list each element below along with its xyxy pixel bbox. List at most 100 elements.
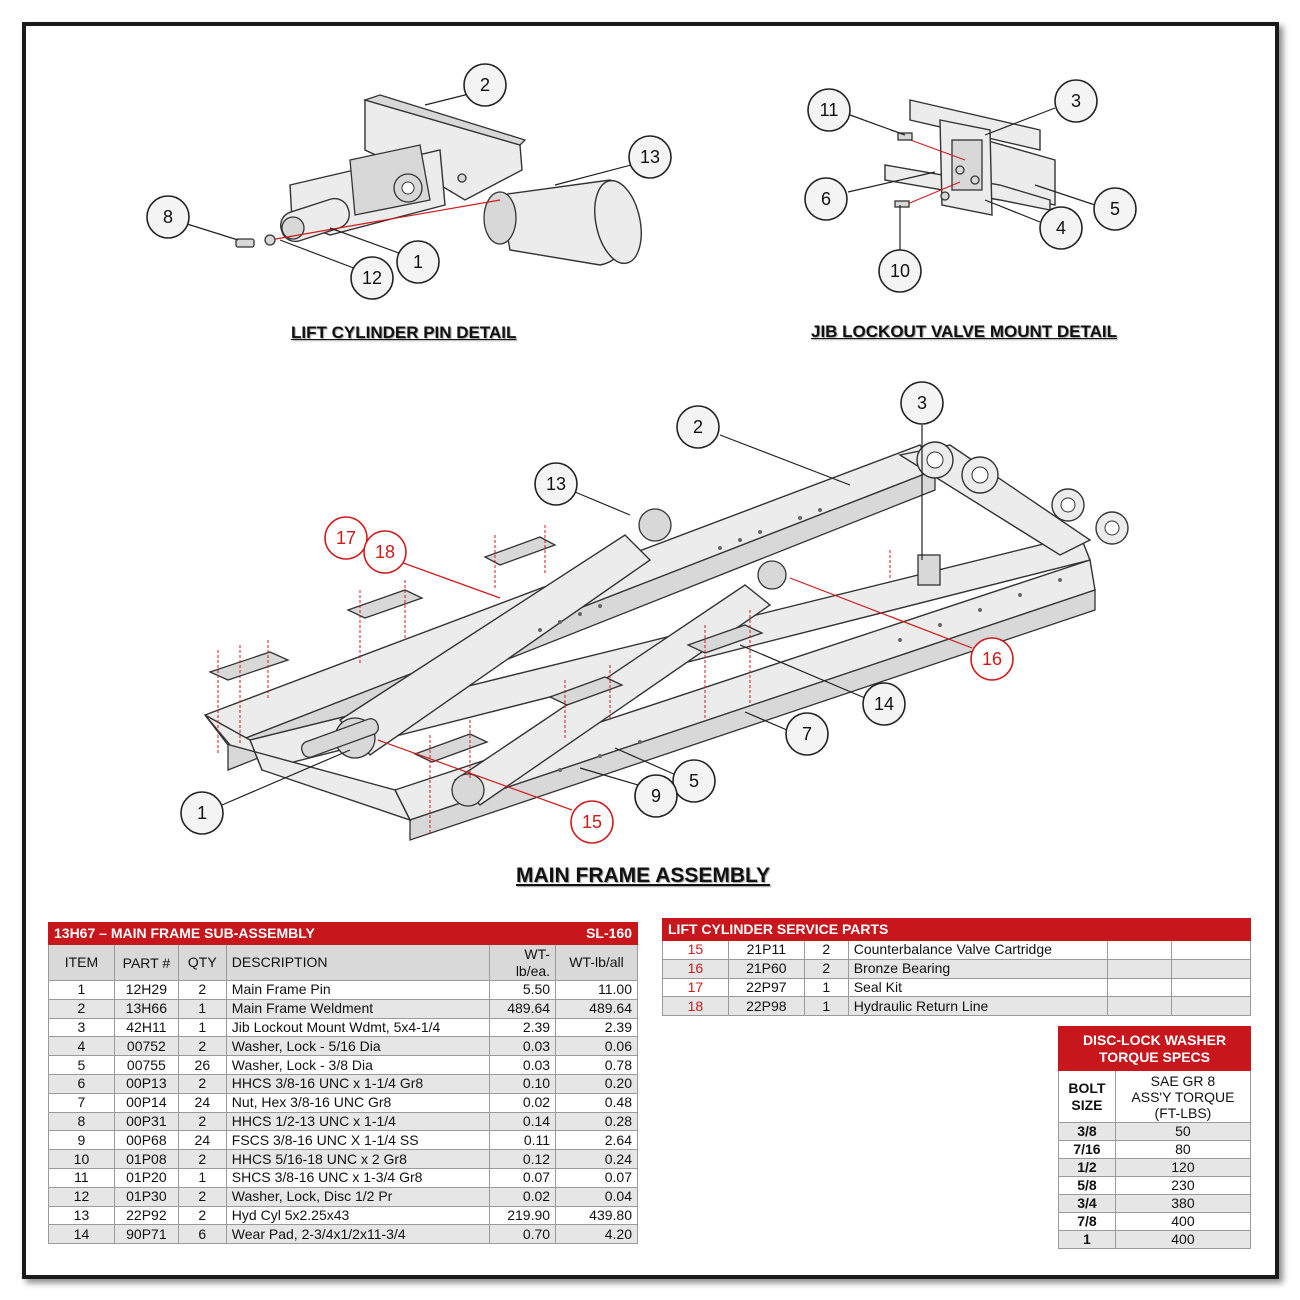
cell-weight-each: 489.64 <box>489 998 557 1019</box>
cell-item: 17 <box>662 977 729 998</box>
cell-description: Nut, Hex 3/8-16 UNC Gr8 <box>225 1092 491 1113</box>
cell-weight-all: 0.20 <box>555 1073 638 1094</box>
cell-part-number: 00P31 <box>113 1111 179 1132</box>
cell-description: Counterbalance Valve Cartridge <box>847 940 1109 960</box>
cell-empty <box>1107 958 1173 979</box>
main-table-column-headers: ITEM PART # QTY DESCRIPTION WT-lb/ea. WT… <box>48 944 638 981</box>
cell-item: 18 <box>662 996 729 1017</box>
callout-jib-3: 3 <box>1054 79 1098 123</box>
svg-text:1: 1 <box>197 803 207 823</box>
cell-qty: 2 <box>177 1111 227 1132</box>
cell-weight-each: 0.14 <box>489 1111 557 1132</box>
cell-weight-all: 489.64 <box>555 998 638 1019</box>
cell-weight-all: 439.80 <box>555 1205 638 1226</box>
svg-text:2: 2 <box>480 75 490 95</box>
cell-empty <box>1171 977 1251 998</box>
cell-part-number: 00755 <box>113 1055 179 1075</box>
cell-torque: 400 <box>1114 1212 1252 1231</box>
cell-item: 4 <box>48 1036 115 1057</box>
cell-qty: 2 <box>803 958 849 979</box>
main-frame-assembly-drawing <box>203 441 1129 841</box>
cell-bolt-size: 1/2 <box>1058 1158 1116 1177</box>
callout-jib-6: 6 <box>804 177 848 221</box>
cell-part-number: 21P60 <box>727 958 805 979</box>
hydraulic-cylinder-13 <box>483 179 642 266</box>
cell-qty: 1 <box>803 996 849 1017</box>
cell-weight-each: 0.11 <box>489 1130 557 1151</box>
svg-text:3: 3 <box>917 393 927 413</box>
torque-col2-line1: SAE GR 8 <box>1150 1072 1216 1089</box>
cell-description: Wear Pad, 2-3/4x1/2x11-3/4 <box>225 1224 491 1245</box>
svg-text:14: 14 <box>874 694 894 714</box>
cell-qty: 2 <box>177 1186 227 1207</box>
callout-main-13: 13 <box>534 462 578 506</box>
cell-item: 11 <box>48 1167 115 1188</box>
cell-item: 10 <box>48 1149 115 1169</box>
cell-part-number: 90P71 <box>113 1224 179 1245</box>
cell-part-number: 01P30 <box>113 1186 179 1207</box>
cell-bolt-size: 3/8 <box>1058 1122 1116 1141</box>
cell-description: SHCS 3/8-16 UNC x 1-3/4 Gr8 <box>225 1167 491 1188</box>
cell-item: 16 <box>662 958 729 979</box>
svg-text:17: 17 <box>336 528 356 548</box>
cell-weight-all: 2.64 <box>555 1130 638 1151</box>
cell-item: 3 <box>48 1017 115 1038</box>
cell-weight-each: 0.07 <box>489 1167 557 1188</box>
callout-jib-11: 11 <box>807 88 851 132</box>
cell-torque: 80 <box>1114 1140 1252 1159</box>
cell-item: 13 <box>48 1205 115 1226</box>
cell-item: 12 <box>48 1186 115 1207</box>
cell-description: Main Frame Pin <box>225 980 491 1000</box>
cell-weight-all: 2.39 <box>555 1017 638 1038</box>
cell-bolt-size: 5/8 <box>1058 1176 1116 1195</box>
cell-part-number: 22P98 <box>727 996 805 1017</box>
torque-title-line2: TORQUE SPECS <box>1099 1048 1210 1065</box>
cell-qty: 2 <box>177 1149 227 1169</box>
cell-empty <box>1107 940 1173 960</box>
cell-weight-each: 5.50 <box>489 980 557 1000</box>
cell-empty <box>1107 996 1173 1017</box>
col-description: DESCRIPTION <box>225 944 491 981</box>
cell-torque: 120 <box>1114 1158 1252 1177</box>
col-wt-all: WT-lb/all <box>555 944 638 981</box>
cell-description: Jib Lockout Mount Wdmt, 5x4-1/4 <box>225 1017 491 1038</box>
col-qty: QTY <box>177 944 227 981</box>
cell-description: FSCS 3/8-16 UNC X 1-1/4 SS <box>225 1130 491 1151</box>
callout-lift-1: 1 <box>396 240 440 284</box>
cell-item: 8 <box>48 1111 115 1132</box>
torque-col1-line1: BOLT <box>1068 1079 1106 1096</box>
lift-cylinder-pin-detail-title: LIFT CYLINDER PIN DETAIL <box>291 323 517 342</box>
torque-title-line1: DISC-LOCK WASHER <box>1082 1031 1227 1048</box>
callout-jib-4: 4 <box>1039 206 1083 250</box>
cell-torque: 50 <box>1114 1122 1252 1141</box>
cell-part-number: 21P11 <box>727 940 805 960</box>
cell-description: HHCS 5/16-18 UNC x 2 Gr8 <box>225 1149 491 1169</box>
cell-qty: 1 <box>803 977 849 998</box>
callout-main-1: 1 <box>180 791 224 835</box>
cell-item: 5 <box>48 1055 115 1075</box>
torque-col2-line3: (FT-LBS) <box>1154 1104 1212 1121</box>
svg-text:8: 8 <box>163 207 173 227</box>
main-cylinder-right <box>451 560 787 807</box>
col-item: ITEM <box>48 944 115 981</box>
cell-qty: 24 <box>177 1130 227 1151</box>
cell-weight-all: 0.28 <box>555 1111 638 1132</box>
callout-main-17: 17 <box>324 516 368 560</box>
svg-text:9: 9 <box>651 786 661 806</box>
callout-lift-13: 13 <box>628 135 672 179</box>
cell-qty: 2 <box>177 1036 227 1057</box>
jib-lockout-valve-mount-detail <box>884 99 1056 216</box>
